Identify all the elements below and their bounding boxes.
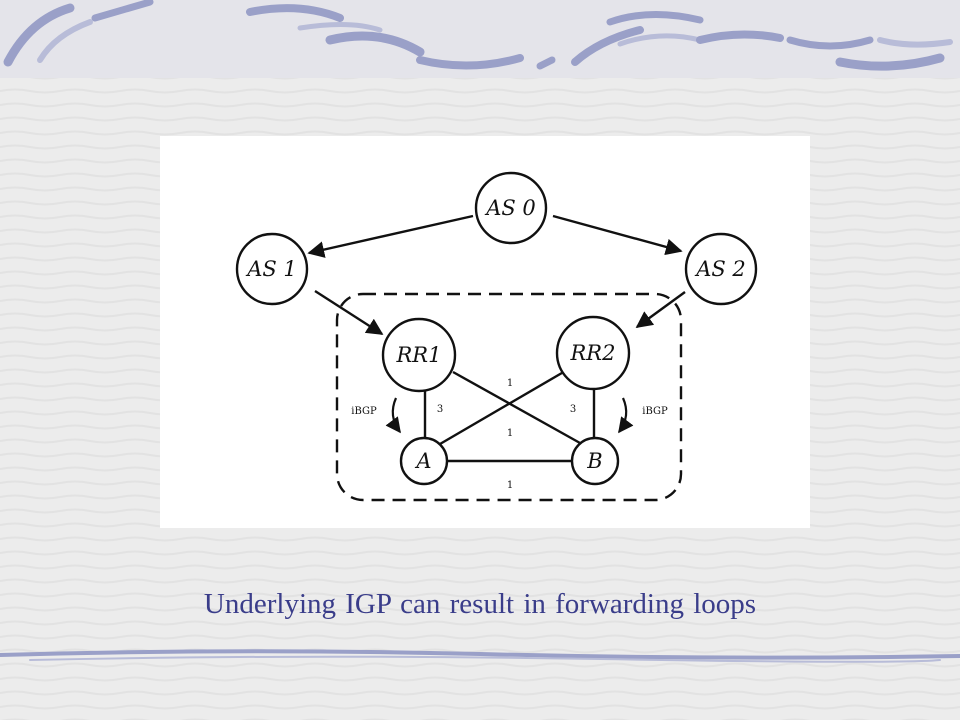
node-label-as2: AS 2 — [694, 257, 746, 281]
node-label-as1: AS 1 — [245, 257, 297, 281]
weight-rr2-a: 1 — [507, 428, 513, 439]
node-label-as0: AS 0 — [484, 196, 536, 220]
slide-caption: Underlying IGP can result in forwarding … — [203, 588, 757, 620]
node-label-rr2: RR2 — [570, 341, 616, 365]
network-diagram: AS 0 AS 1 AS 2 RR1 RR2 A B 3 3 1 1 — [235, 171, 758, 502]
top-brush-strokes — [3, 0, 953, 71]
edge-as2-rr2 — [635, 291, 686, 328]
node-label-rr1: RR1 — [396, 343, 442, 367]
edge-as0-as1 — [307, 214, 474, 258]
edge-rr2-a — [439, 368, 568, 446]
node-a: A — [399, 436, 449, 486]
ibgp-arrow-right — [618, 397, 634, 434]
node-as1: AS 1 — [235, 232, 309, 306]
edge-rr1-b — [452, 370, 581, 445]
node-rr1: RR1 — [381, 317, 457, 393]
bottom-brush-stroke — [0, 649, 960, 663]
network-diagram-panel: AS 0 AS 1 AS 2 RR1 RR2 A B 3 3 1 1 — [160, 136, 810, 528]
as-boundary — [335, 292, 683, 502]
node-rr2: RR2 — [555, 315, 631, 391]
ibgp-label-left: iBGP — [351, 406, 377, 417]
ibgp-label-right: iBGP — [642, 406, 668, 417]
edge-as0-as2 — [552, 214, 683, 256]
weight-rr1-b: 1 — [507, 378, 513, 389]
node-as2: AS 2 — [684, 232, 758, 306]
weight-rr2-b: 3 — [570, 404, 576, 415]
node-label-b: B — [586, 449, 602, 473]
node-as0: AS 0 — [474, 171, 548, 245]
edge-as1-rr1 — [314, 289, 384, 336]
weight-a-b: 1 — [507, 480, 513, 491]
weight-rr1-a: 3 — [437, 404, 443, 415]
node-label-a: A — [414, 449, 431, 473]
ibgp-arrow-left — [385, 397, 401, 434]
node-b: B — [570, 436, 620, 486]
